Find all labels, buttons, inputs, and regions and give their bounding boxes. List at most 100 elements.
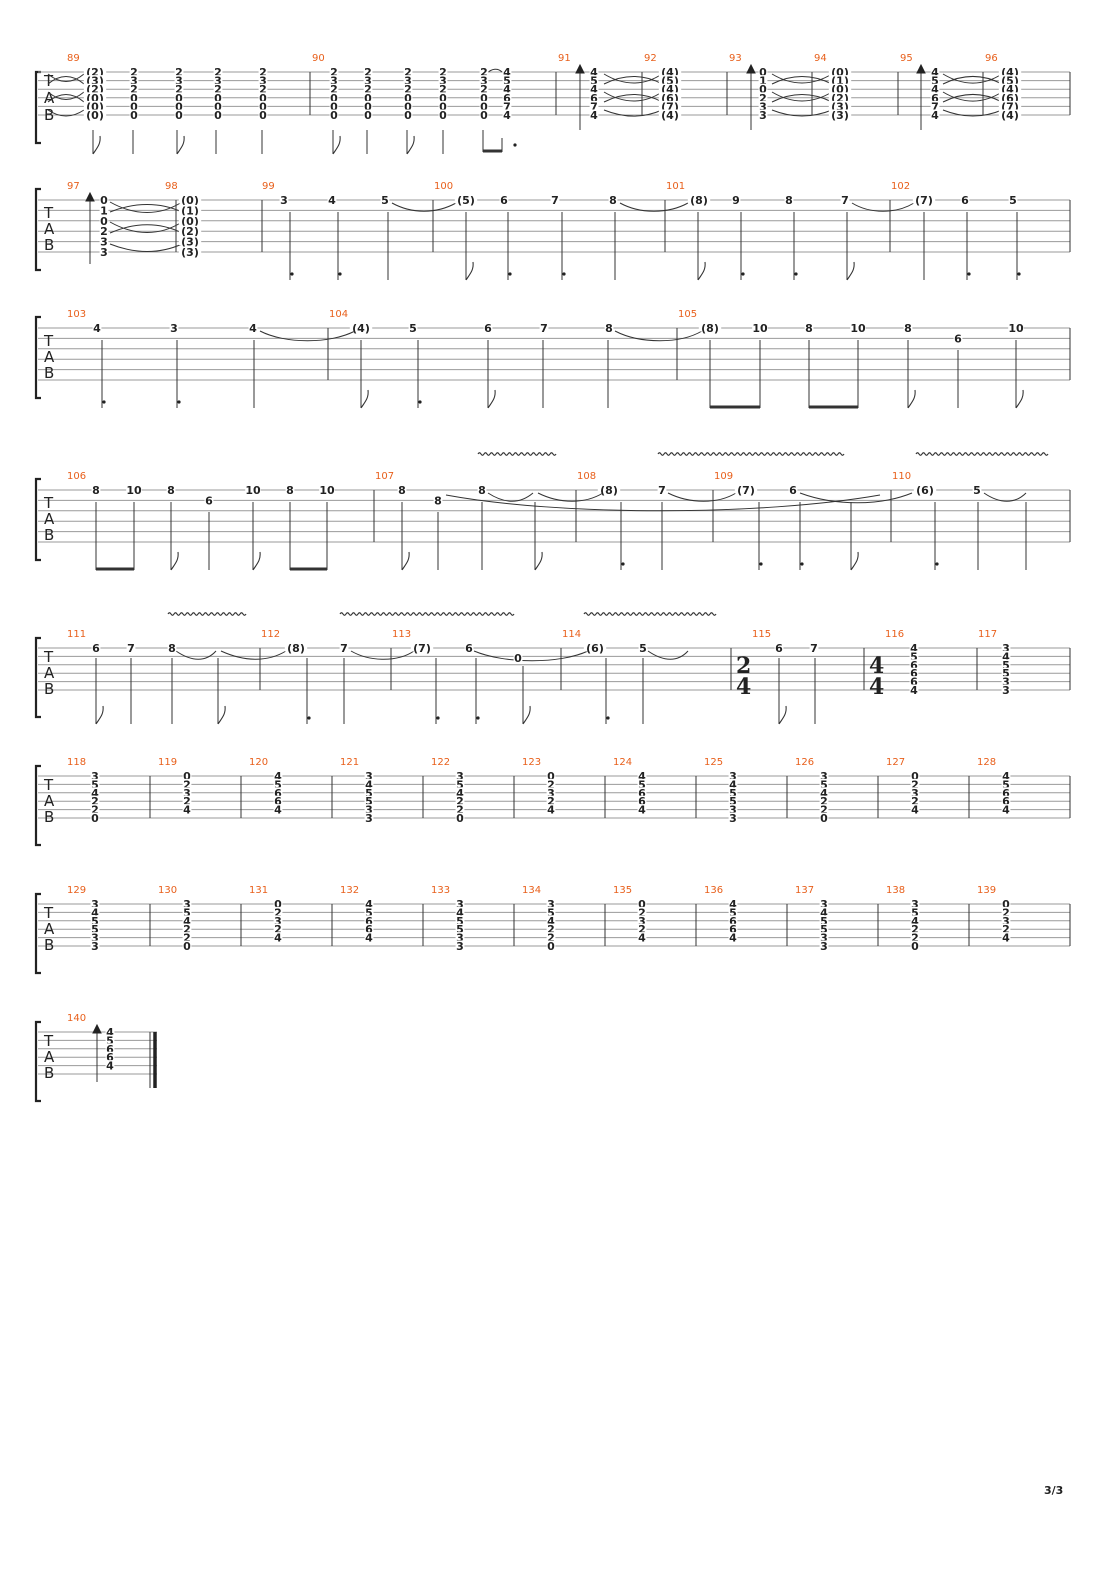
fret-number: 10 — [245, 484, 261, 497]
fret-chords: 3455333542200232445664345533354220023244… — [90, 898, 1011, 953]
fret-number: 3 — [439, 75, 447, 88]
fret-number: (0) — [181, 194, 199, 207]
fret-number: (6) — [586, 642, 604, 655]
fret-number: 5 — [91, 923, 99, 936]
fret-number: 4 — [503, 109, 511, 122]
measure-numbers: 106 107 108 109 110 — [67, 471, 911, 482]
fret-number: 0 — [439, 100, 447, 113]
fret-number: 2 — [404, 83, 412, 96]
fret-number: 0 — [183, 940, 191, 953]
fret-number: 0 — [259, 92, 267, 105]
fret-number: 4 — [820, 787, 828, 800]
fret-number: 5 — [729, 795, 737, 808]
rhythm-stems — [92, 130, 517, 155]
fret-number: 8 — [286, 484, 294, 497]
measure-number: 95 — [900, 53, 913, 64]
fret-number: 8 — [167, 484, 175, 497]
fret-number: 3 — [1002, 915, 1010, 928]
measure-number: 134 — [522, 885, 541, 896]
measure-number: 112 — [261, 629, 280, 640]
fret-number: (5) — [457, 194, 475, 207]
fret-number: 4 — [638, 770, 646, 783]
fret-number: 3 — [100, 236, 108, 249]
bar-lines — [373, 490, 1071, 542]
tab-clef: T A B — [43, 204, 55, 254]
fret-number: 6 — [365, 915, 373, 928]
tab-clef-b: B — [44, 808, 54, 826]
time-signature-denominator: 4 — [736, 674, 751, 700]
fret-number: 6 — [931, 92, 939, 105]
measure-number: 103 — [67, 309, 86, 320]
fret-number: (4) — [661, 109, 679, 122]
fret-number: 8 — [398, 484, 406, 497]
fret-number: 6 — [729, 923, 737, 936]
fret-number: 5 — [106, 1034, 114, 1047]
fret-number: 0 — [364, 92, 372, 105]
tab-clef-a: A — [44, 920, 55, 938]
rhythm-stems — [289, 212, 1021, 281]
staff-lines — [38, 71, 1070, 116]
fret-number: 3 — [456, 898, 464, 911]
fret-number: 10 — [850, 322, 866, 335]
fret-number: 2 — [183, 932, 191, 945]
fret-number: 6 — [1002, 795, 1010, 808]
fret-number: 8 — [92, 484, 100, 497]
fret-number: 3 — [280, 194, 288, 207]
rhythm-stems — [95, 502, 1027, 571]
fret-number: (0) — [86, 109, 104, 122]
fret-number: 5 — [1002, 778, 1010, 791]
fret-number: 5 — [365, 795, 373, 808]
fret-number: 0 — [259, 100, 267, 113]
fret-number: 4 — [183, 804, 191, 817]
fret-number: 2 — [183, 778, 191, 791]
fret-number: 2 — [480, 66, 488, 79]
fret-number: 0 — [330, 100, 338, 113]
fret-number: 6 — [954, 332, 962, 345]
fret-number: 7 — [931, 100, 939, 113]
measure-number: 91 — [558, 53, 571, 64]
fret-number: 2 — [274, 923, 282, 936]
measure-number: 98 — [165, 181, 178, 192]
fret-number: 4 — [931, 83, 939, 96]
fret-number: 5 — [365, 906, 373, 919]
fret-number: 5 — [729, 906, 737, 919]
fret-number: 6 — [274, 787, 282, 800]
fret-number: 4 — [365, 778, 373, 791]
fret-chords: 3542200232445664345533354220023244566434… — [90, 770, 1011, 825]
fret-number: 0 — [404, 92, 412, 105]
fret-number: 2 — [547, 932, 555, 945]
fret-number: 3 — [759, 100, 767, 113]
system-bracket — [34, 636, 41, 719]
fret-number: 6 — [503, 92, 511, 105]
fret-number: 7 — [590, 100, 598, 113]
fret-number: 3 — [820, 940, 828, 953]
final-barline — [149, 1032, 157, 1088]
fret-number: 2 — [100, 225, 108, 238]
fret-number: 0 — [130, 100, 138, 113]
fret-number: 0 — [183, 770, 191, 783]
ties — [109, 201, 915, 252]
tab-system-3: T A B 103 104 105 — [0, 304, 1110, 409]
fret-number: 2 — [330, 66, 338, 79]
fret-number: (8) — [701, 322, 719, 335]
fret-number: 6 — [274, 795, 282, 808]
tab-clef-a: A — [44, 1048, 55, 1066]
fret-number: 0 — [214, 109, 222, 122]
time-signatures: 2 4 4 4 — [736, 653, 884, 700]
fret-number: 0 — [130, 92, 138, 105]
fret-number: (1) — [181, 204, 199, 217]
time-signature-numerator: 4 — [869, 653, 884, 679]
fret-number: 0 — [259, 109, 267, 122]
fret-number: (7) — [737, 484, 755, 497]
fret-number: 4 — [590, 66, 598, 79]
fret-number: 2 — [439, 83, 447, 96]
fret-number: 2 — [91, 804, 99, 817]
fret-number: 2 — [364, 66, 372, 79]
measure-number: 128 — [977, 757, 996, 768]
fret-number: 7 — [540, 322, 548, 335]
fret-number: 3 — [759, 109, 767, 122]
fret-number: 3 — [820, 898, 828, 911]
measure-number: 119 — [158, 757, 177, 768]
ties — [445, 492, 1027, 512]
